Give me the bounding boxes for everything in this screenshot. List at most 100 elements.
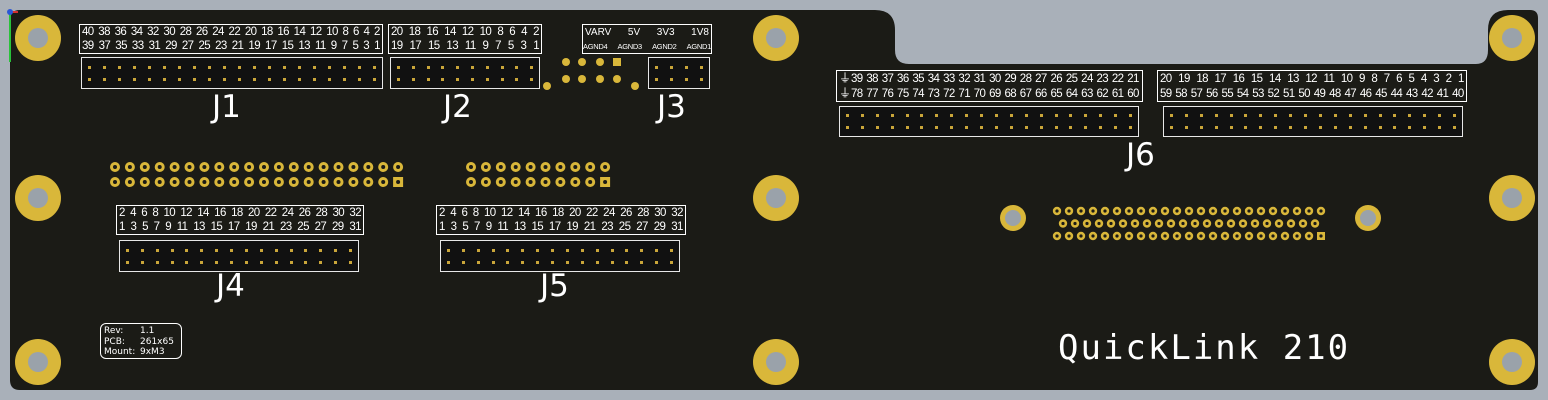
pin-number-label: 11	[314, 40, 326, 52]
header-pin	[1114, 114, 1118, 118]
pin-number-label: 15	[531, 221, 544, 233]
header-pin	[193, 65, 196, 69]
pin-number-label: 29	[1004, 73, 1017, 85]
through-hole-pad	[199, 177, 210, 187]
header-pin	[1289, 114, 1293, 118]
mount-value: 9xM3	[140, 347, 165, 357]
pin-number-label: 54	[1236, 88, 1249, 100]
j2-ref-label: J2	[443, 89, 472, 125]
header-pin	[1054, 125, 1058, 129]
pin-number-label: 66	[1035, 88, 1047, 100]
header-pin	[328, 77, 331, 81]
header-pin	[140, 248, 144, 252]
through-hole-pad	[124, 162, 135, 172]
through-hole-pad	[570, 162, 581, 172]
through-hole-pad	[1226, 219, 1236, 228]
pin-number-label: 16	[426, 26, 439, 38]
through-hole-pad	[1268, 231, 1278, 241]
header-pin	[470, 77, 474, 81]
header-pin	[595, 248, 599, 252]
pin-number-label: 44	[1390, 88, 1403, 100]
header-pin	[148, 65, 151, 69]
header-pin	[289, 248, 293, 252]
pin-number-label: 57	[1190, 88, 1203, 100]
j2-header[interactable]	[390, 57, 540, 89]
header-pin	[1348, 125, 1352, 129]
pin-number-label: 7	[153, 221, 160, 233]
through-hole-pad	[1238, 219, 1248, 228]
header-pin	[1453, 114, 1457, 118]
through-hole-pad	[303, 177, 314, 187]
through-hole-pad	[1112, 206, 1122, 216]
pin-number-label: 48	[1329, 88, 1341, 100]
header-pin	[1229, 125, 1233, 129]
header-pin	[304, 260, 308, 264]
pin-number-label: 18	[231, 207, 243, 219]
header-pin	[125, 260, 129, 264]
header-pin	[259, 248, 263, 252]
pin-number-label: 25	[297, 221, 309, 233]
pin-number-label: 28	[637, 207, 649, 219]
through-hole-pad	[1256, 231, 1266, 241]
header-pin	[133, 65, 136, 69]
through-hole-pad	[1262, 219, 1272, 228]
j6-ref-label: J6	[1126, 137, 1155, 173]
header-pin	[980, 114, 984, 118]
header-pin	[88, 77, 91, 81]
j4-header[interactable]	[119, 240, 359, 272]
through-hole-pad	[1136, 206, 1146, 216]
header-pin	[640, 260, 644, 264]
pin-number-label: 19	[245, 221, 257, 233]
alignment-hole	[1000, 205, 1026, 231]
through-hole-pad	[1184, 231, 1194, 241]
header-pin	[118, 77, 121, 81]
pin-number-label: 9	[485, 221, 492, 233]
through-hole-pad	[1124, 206, 1134, 216]
header-pin	[140, 260, 144, 264]
pin-number-label: 6	[461, 207, 468, 219]
pin-number-label: 45	[1375, 88, 1387, 100]
header-pin	[655, 260, 659, 264]
j6-left-header[interactable]	[839, 106, 1139, 137]
pin-number-label: AGND1	[686, 41, 712, 51]
j6-right-pin-label-box	[1157, 70, 1467, 102]
header-pin	[1084, 114, 1088, 118]
through-hole-pad	[393, 177, 404, 187]
pin-number-label: 23	[601, 221, 613, 233]
through-hole-pad	[348, 162, 359, 172]
header-pin	[1184, 125, 1188, 129]
header-pin	[1304, 125, 1308, 129]
through-hole-pad	[495, 162, 506, 172]
pin-number-label: 11	[464, 40, 476, 52]
pin-number-label: AGND2	[652, 41, 677, 51]
header-pin	[358, 77, 361, 81]
j4-pin-label-box	[116, 205, 364, 235]
through-hole-pad	[1178, 219, 1188, 228]
header-pin	[1393, 125, 1397, 129]
through-hole-pad	[333, 162, 344, 172]
header-pin	[208, 65, 211, 69]
header-pin	[446, 260, 450, 264]
header-pin	[1244, 114, 1248, 118]
header-pin	[1363, 125, 1367, 129]
header-pin	[1199, 114, 1203, 118]
j5-pin-label-box	[436, 205, 686, 235]
header-pin	[470, 65, 474, 69]
j3-ref-label: J3	[657, 89, 686, 125]
pin-number-label: 8	[472, 207, 479, 219]
j1-header[interactable]	[81, 57, 383, 89]
header-pin	[103, 65, 106, 69]
header-pin	[551, 248, 555, 252]
header-pin	[349, 248, 353, 252]
header-pin	[253, 65, 256, 69]
j3-header[interactable]	[648, 57, 710, 89]
pin-number-label: 10	[479, 26, 492, 38]
j5-header[interactable]	[440, 240, 680, 272]
pin-number-label: 1	[374, 40, 380, 52]
pin-number-label: 4	[130, 207, 136, 219]
pin-number-label: 16	[1232, 73, 1245, 85]
j6-right-header[interactable]	[1163, 106, 1463, 137]
through-hole-pad	[1214, 219, 1224, 228]
